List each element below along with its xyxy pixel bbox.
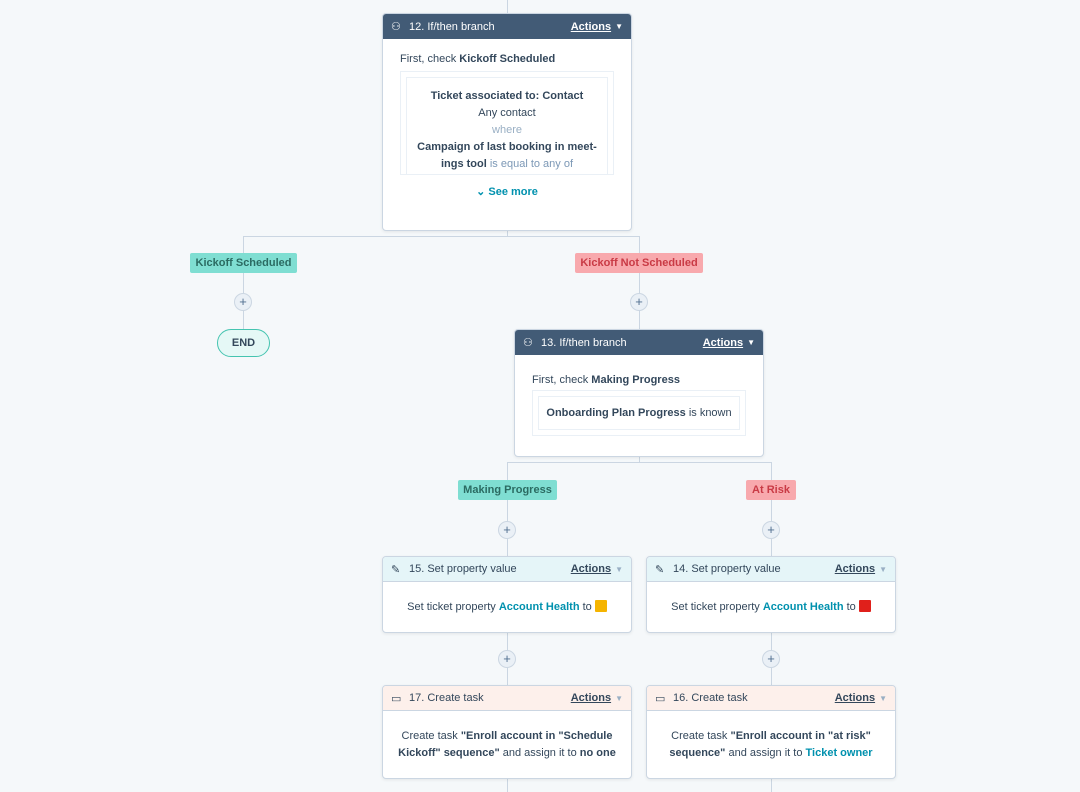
task-name: "Enroll account in "at risk" sequence": [669, 730, 871, 759]
property-name: Onboarding Plan Progress: [546, 407, 686, 419]
chevron-down-icon: ⌄: [476, 186, 489, 198]
branch-label-at-risk[interactable]: At Risk: [746, 480, 796, 500]
branch-icon: ⚇: [523, 337, 533, 349]
task-name: "Enroll account in "Schedule Kickoff" se…: [398, 730, 613, 759]
edit-icon: ✎: [655, 563, 665, 576]
any-contact-text: Any contact: [478, 107, 536, 119]
assignee-link[interactable]: Ticket owner: [805, 747, 873, 759]
body-text: and assign it to: [728, 747, 803, 759]
body-text: to: [582, 601, 592, 613]
branch-label-kickoff-scheduled[interactable]: Kickoff Scheduled: [190, 253, 297, 273]
caret-down-icon: ▼: [615, 22, 623, 31]
branch-name: Kickoff Scheduled: [459, 53, 556, 65]
check-label: First, check: [532, 374, 589, 386]
card-title: 17. Create task: [409, 692, 484, 704]
body-text: to: [846, 601, 856, 613]
actions-menu[interactable]: Actions: [834, 692, 876, 704]
actions-menu[interactable]: Actions: [570, 20, 612, 33]
branch-label-kickoff-not-scheduled[interactable]: Kickoff Not Scheduled: [575, 253, 703, 273]
add-action-button[interactable]: +: [498, 521, 516, 539]
branch-name: Making Progress: [591, 374, 680, 386]
add-action-button[interactable]: +: [234, 293, 252, 311]
where-text: where: [492, 124, 522, 136]
property-link[interactable]: Account Health: [762, 601, 844, 613]
actions-menu[interactable]: Actions: [834, 563, 876, 575]
card-title: 12. If/then branch: [409, 20, 495, 33]
yellow-square-icon: [594, 600, 607, 612]
property-name: Campaign of last booking in meet-ings to…: [417, 141, 597, 170]
add-action-button[interactable]: +: [762, 521, 780, 539]
body-text: Set ticket property: [407, 601, 496, 613]
body-text: Create task: [671, 730, 728, 742]
task-icon: ▭: [655, 692, 666, 705]
connector: [507, 462, 772, 463]
add-action-button[interactable]: +: [498, 650, 516, 668]
if-then-branch-card-12[interactable]: ⚇ 12. If/then branch Actions▼ First, check…: [382, 13, 632, 231]
task-icon: ▭: [391, 692, 402, 705]
check-label: First, check: [400, 53, 457, 65]
actions-menu[interactable]: Actions: [570, 692, 612, 704]
add-action-button[interactable]: +: [630, 293, 648, 311]
connector: [243, 236, 244, 329]
card-title: 15. Set property value: [409, 563, 517, 575]
connector: [507, 230, 508, 237]
caret-down-icon: ▼: [879, 693, 887, 703]
caret-down-icon: ▼: [879, 564, 887, 574]
condition-text: is equal to any of: [489, 158, 574, 170]
set-property-card-15[interactable]: ✎ 15. Set property value Actions▼ Set tick…: [382, 556, 632, 633]
edit-icon: ✎: [391, 563, 401, 576]
red-square-icon: [858, 600, 871, 612]
branch-label-making-progress[interactable]: Making Progress: [458, 480, 557, 500]
create-task-card-17[interactable]: ▭ 17. Create task Actions▼ Create task "En…: [382, 685, 632, 779]
association-text: Ticket associated to: Contact: [430, 90, 584, 102]
actions-menu[interactable]: Actions: [570, 563, 612, 575]
condition-text: is known: [688, 407, 732, 419]
connector: [639, 456, 640, 463]
caret-down-icon: ▼: [615, 693, 623, 703]
card-title: 14. Set property value: [673, 563, 781, 575]
see-more-link[interactable]: ⌄ See more: [476, 186, 538, 198]
body-text: Set ticket property: [671, 601, 760, 613]
body-text: and assign it to: [502, 747, 577, 759]
connector: [639, 236, 640, 329]
connector: [243, 236, 640, 237]
assignee: no one: [579, 747, 616, 759]
create-task-card-16[interactable]: ▭ 16. Create task Actions▼ Create task "En…: [646, 685, 896, 779]
caret-down-icon: ▼: [615, 564, 623, 574]
actions-menu[interactable]: Actions: [702, 336, 744, 349]
connector: [507, 0, 508, 13]
if-then-branch-card-13[interactable]: ⚇ 13. If/then branch Actions▼ First, check…: [514, 329, 764, 457]
body-text: Create task: [401, 730, 458, 742]
add-action-button[interactable]: +: [762, 650, 780, 668]
branch-icon: ⚇: [391, 21, 401, 33]
end-node: END: [217, 329, 270, 357]
property-link[interactable]: Account Health: [498, 601, 580, 613]
set-property-card-14[interactable]: ✎ 14. Set property value Actions▼ Set tick…: [646, 556, 896, 633]
card-title: 16. Create task: [673, 692, 748, 704]
caret-down-icon: ▼: [747, 338, 755, 347]
card-title: 13. If/then branch: [541, 336, 627, 349]
